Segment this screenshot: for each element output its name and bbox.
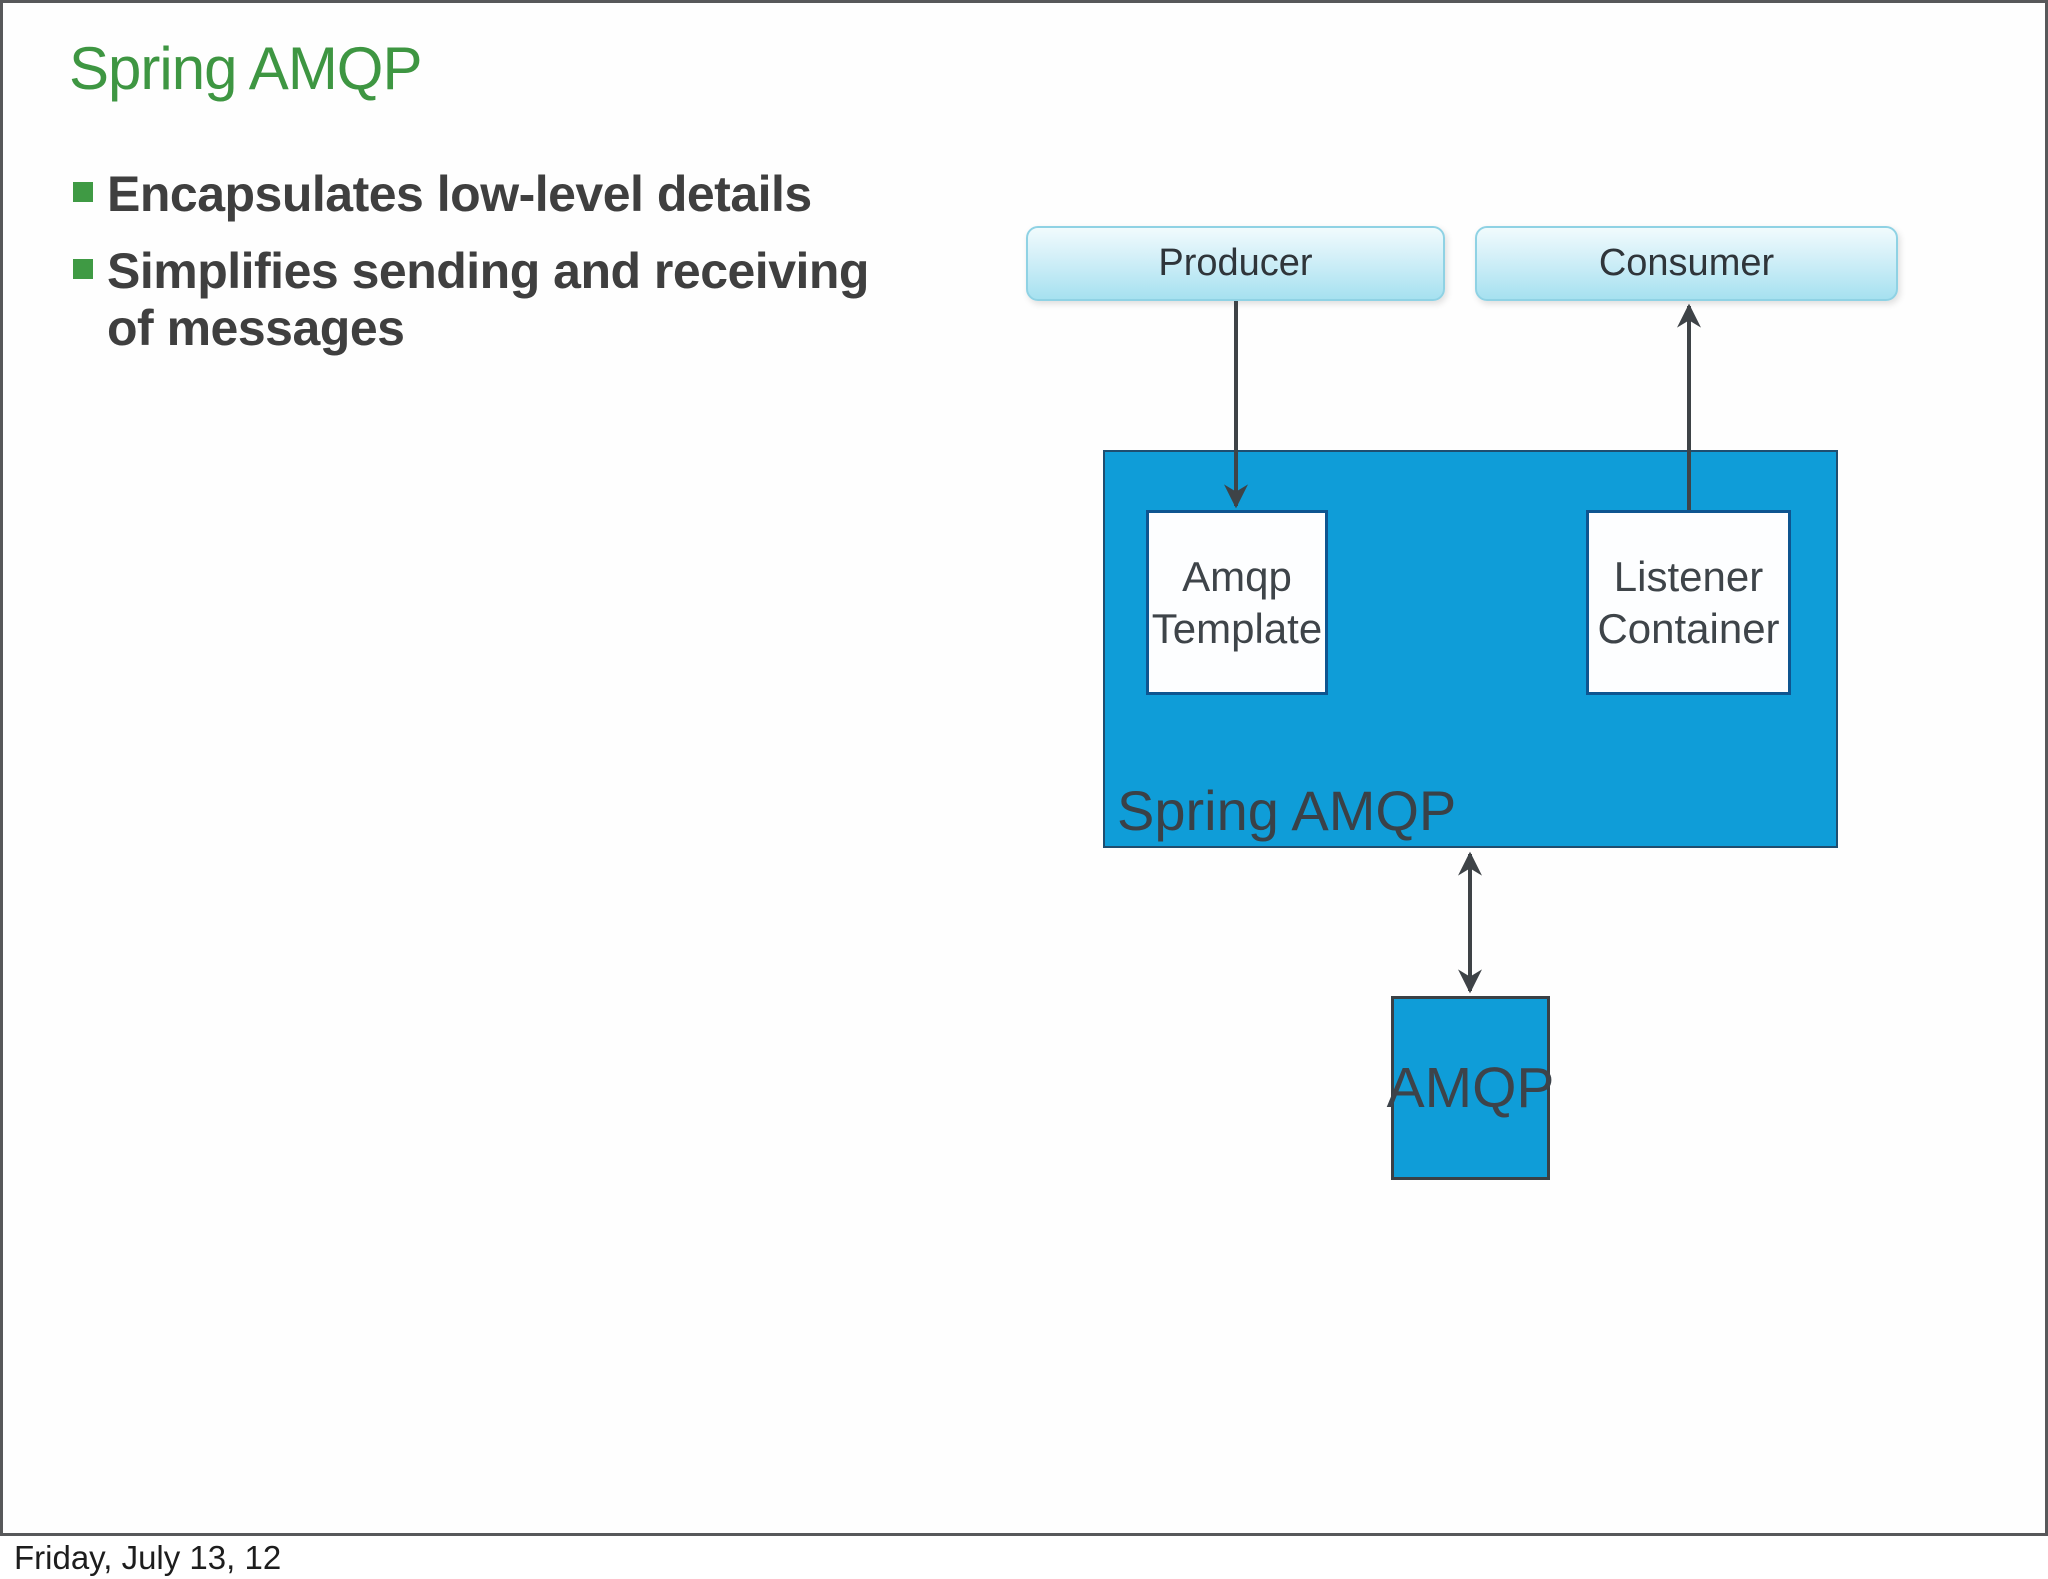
amqp-template-node: Amqp Template [1146,510,1328,695]
slide-date: Friday, July 13, 12 [14,1539,282,1576]
listener-container-label-line: Listener [1613,553,1764,601]
bullet-text: Simplifies sending and receiving of mess… [107,243,869,357]
amqp-node: AMQP [1387,996,1554,1180]
bullet-item: Simplifies sending and receiving of mess… [73,243,1003,357]
bullet-list: Encapsulates low-level details Simplifie… [73,166,1003,357]
bullet-line: Simplifies sending and receiving [107,243,869,299]
amqp-template-label-line: Template [1151,604,1323,652]
consumer-node: Consumer [1475,226,1898,301]
page-title: Spring AMQP [69,35,422,102]
bullet-text: Encapsulates low-level details [107,166,812,223]
bullet-square-icon [73,259,93,279]
producer-label: Producer [1158,242,1313,284]
producer-node: Producer [1026,226,1445,301]
consumer-label: Consumer [1598,242,1775,284]
bullet-line: of messages [107,300,405,356]
bullet-line: Encapsulates low-level details [107,166,812,222]
bullet-item: Encapsulates low-level details [73,166,1003,223]
spring-amqp-label: Spring AMQP [1117,779,1457,843]
listener-container-node: Listener Container [1586,510,1791,695]
amqp-label: AMQP [1386,1056,1555,1120]
listener-container-label-line: Container [1597,604,1780,652]
bullet-square-icon [73,182,93,202]
slide-canvas: Spring AMQP Encapsulates low-level detai… [0,0,2048,1536]
amqp-template-label-line: Amqp [1182,553,1292,601]
